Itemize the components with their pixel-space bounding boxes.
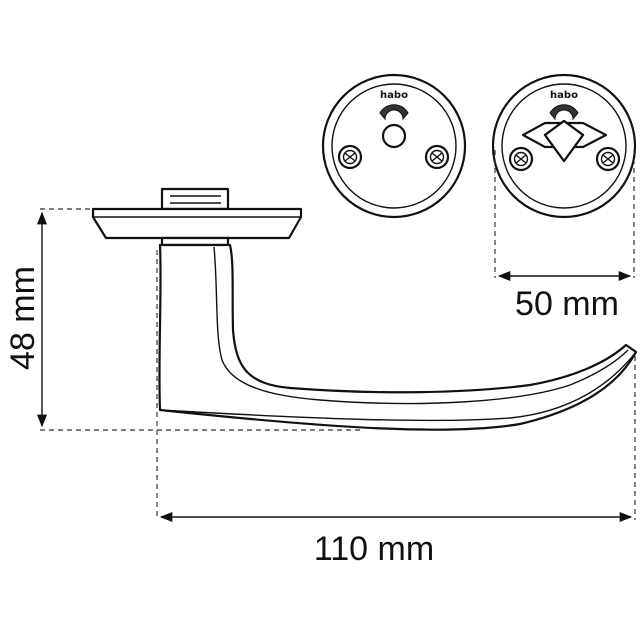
lever-handle [91,187,638,431]
rosette-dimension: 50 mm [494,150,635,323]
right-rosette-inner-ring [501,83,627,209]
right-rosette-screw-right [595,146,621,172]
length-label: 110 mm [314,530,434,568]
right-rosette: habo [491,73,637,219]
thumb-turn-diamond [543,119,585,163]
rosette-flange [91,207,303,240]
rosette-label: 50 mm [515,285,619,323]
right-rosette-logo: habo [550,90,578,101]
left-rosette: habo [321,73,467,219]
left-rosette-indicator [379,104,409,121]
right-rosette-screw-left [508,146,534,172]
height-label: 48 mm [4,266,42,370]
left-rosette-center-hole [381,123,407,149]
right-rosette-indicator [549,104,579,121]
lever-lower-edge [159,351,637,422]
spindle-cap [160,187,230,211]
left-rosette-logo: habo [380,90,408,101]
lever-body [158,243,638,431]
left-rosette-screw-left [337,144,363,170]
left-rosette-inner-ring [331,83,457,209]
height-dimension: 48 mm [4,208,360,431]
length-dimension: 110 mm [156,250,636,568]
left-rosette-screw-right [424,144,450,170]
lever-edge-line [213,246,629,405]
